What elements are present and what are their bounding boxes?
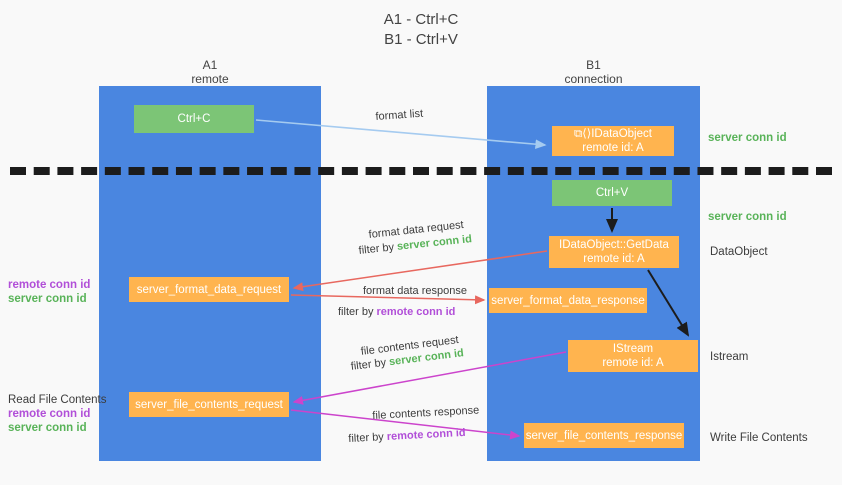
edge-label-file-contents-response-filter: filter by remote conn id [348,426,466,446]
server-conn-id-text-1: server conn id [708,132,787,144]
box-idataobject-line2: remote id: A [582,142,644,154]
label-dataobject: DataObject [710,246,768,258]
server-conn-id-text-3: server conn id [8,293,87,305]
label-conn-ids-format: remote conn id server conn id [8,278,98,306]
lane-a1-role: remote [191,72,229,86]
box-istream[interactable]: IStream remote id: A [568,340,698,372]
box-ctrl-v[interactable]: Ctrl+V [552,180,672,206]
box-idataobject-getdata[interactable]: IDataObject::GetData remote id: A [549,236,679,268]
box-server-file-contents-request[interactable]: server_file_contents_request [129,392,289,417]
edge-label-file-contents-response: file contents response [372,404,480,422]
server-conn-id-text-4: server conn id [8,422,87,434]
box-server-file-contents-response[interactable]: server_file_contents_response [524,423,684,448]
edge-label-format-data-response: format data response [363,285,467,297]
lane-a1-name: A1 [202,58,218,72]
label-write-file-contents: Write File Contents [710,432,808,444]
title-line-1: A1 - Ctrl+C [383,11,459,28]
lane-b1-name: B1 [586,58,601,72]
lane-header-b1: B1 connection [487,58,700,86]
filter-prefix-1: filter by [358,240,398,257]
remote-conn-id-text-2: remote conn id [8,408,91,420]
label-server-conn-id-mid: server conn id [708,210,787,224]
phase-divider [10,167,832,175]
label-server-conn-id-top: server conn id [708,131,787,145]
box-istream-line2: remote id: A [602,357,664,369]
box-getdata-line1: IDataObject::GetData [559,239,669,251]
diagram-title: A1 - Ctrl+C B1 - Ctrl+V [0,10,842,50]
label-istream: Istream [710,351,749,363]
edge-label-format-list: format list [375,107,424,123]
box-getdata-line2: remote id: A [583,253,645,265]
server-conn-id-text-2: server conn id [708,211,787,223]
remote-conn-id-text-1: remote conn id [8,279,91,291]
box-server-format-data-request[interactable]: server_format_data_request [129,277,289,302]
filter-prefix-2: filter by [338,306,377,318]
label-read-file-contents: Read File Contents [8,394,107,406]
label-conn-ids-file: Read File Contents remote conn id server… [8,393,118,435]
box-istream-line1: IStream [612,343,654,355]
lane-header-a1: A1 remote [99,58,321,86]
filter-prefix-4: filter by [348,430,388,445]
filter-value-remote-1: remote conn id [376,306,456,318]
box-idataobject[interactable]: ⧉⟨⟩IDataObject remote id: A [552,126,674,156]
edge-label-format-data-response-filter: filter by remote conn id [338,305,455,319]
lane-b1-role: connection [564,72,623,86]
filter-value-remote-2: remote conn id [386,426,466,443]
box-ctrl-c[interactable]: Ctrl+C [134,105,254,133]
box-server-format-data-response[interactable]: server_format_data_response [489,288,647,313]
filter-prefix-3: filter by [350,356,390,373]
box-idataobject-line1: ⧉⟨⟩IDataObject [574,128,652,140]
title-line-2: B1 - Ctrl+V [384,31,458,48]
